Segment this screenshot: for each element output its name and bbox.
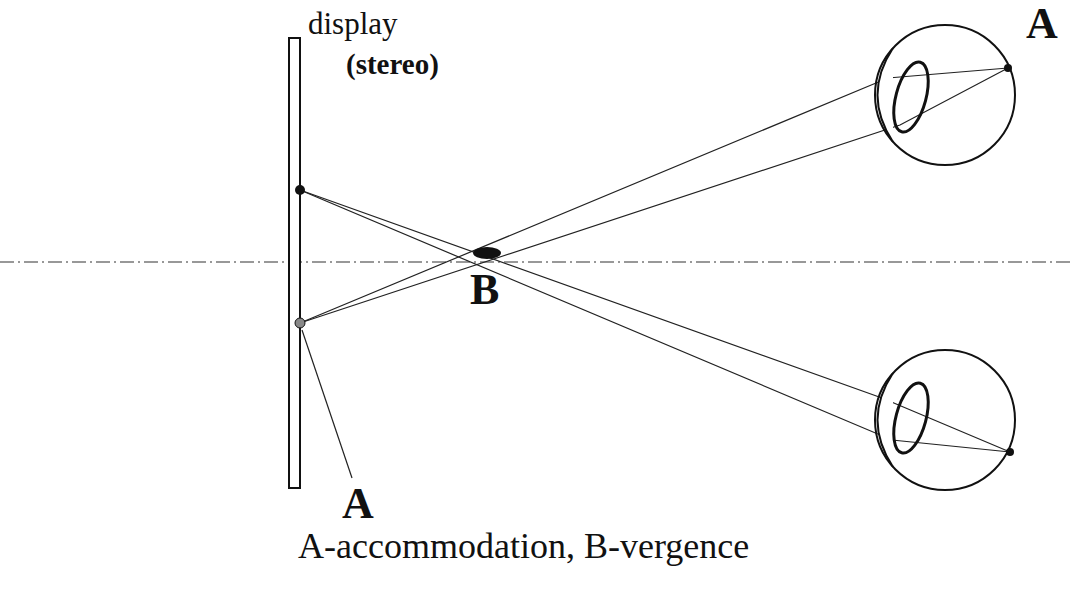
accommodation-label: A [1026, 2, 1058, 46]
light-rays [300, 68, 1010, 478]
figure-caption: A-accommodation, B-vergence [298, 528, 749, 564]
display-note: (stereo) [346, 50, 439, 79]
axis-line [0, 261, 1072, 262]
display-point [295, 185, 305, 195]
lower-eye [875, 350, 1015, 490]
display-point [295, 318, 305, 328]
display-panel [289, 38, 300, 488]
vergence-point [473, 247, 501, 259]
upper-eye [875, 25, 1015, 165]
accommodation-label: A [342, 482, 374, 526]
display-label: display [308, 8, 398, 39]
vergence-label: B [470, 268, 499, 312]
